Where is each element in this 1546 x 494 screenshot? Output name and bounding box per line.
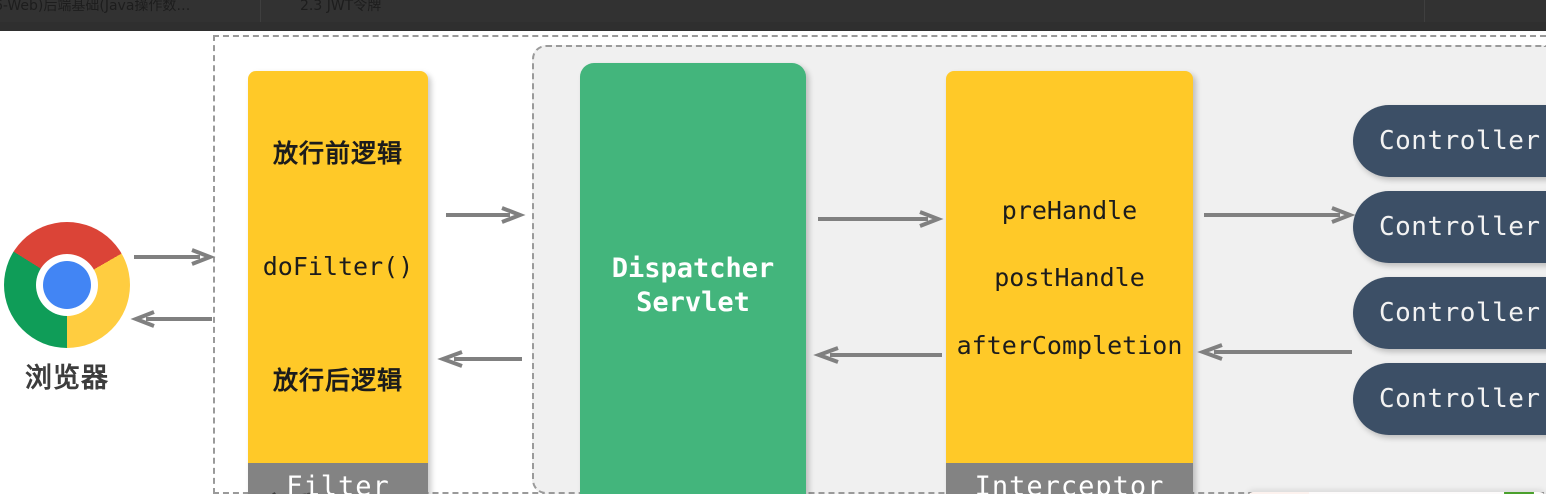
filter-box[interactable]: 放行前逻辑 doFilter() 放行后逻辑 Filter bbox=[248, 71, 428, 494]
dispatcher-line-1: Dispatcher bbox=[611, 253, 775, 285]
browser-tab-2[interactable]: 2.3 JWT令牌 bbox=[300, 0, 560, 22]
browser-tab-bar: 6-Web)后端基础(Java操作数… 2.3 JWT令牌 bbox=[0, 0, 1546, 22]
chrome-logo-icon bbox=[4, 222, 130, 348]
interceptor-line-prehandle: preHandle bbox=[1001, 195, 1138, 225]
browser-label: 浏览器 bbox=[25, 363, 109, 394]
diagram-canvas: 浏览器 放行前逻辑 doFilter() 放行后逻辑 Filter 之后 bbox=[0, 31, 1546, 494]
arrow-filter-to-dispatcher bbox=[446, 206, 526, 229]
arrow-dispatcher-to-filter bbox=[437, 350, 522, 373]
interceptor-box[interactable]: preHandle postHandle afterCompletion Int… bbox=[946, 71, 1193, 494]
toolbar-strip bbox=[0, 22, 1546, 31]
interceptor-line-aftercompletion: afterCompletion bbox=[956, 330, 1183, 360]
controller-item[interactable]: Controller bbox=[1353, 363, 1546, 435]
controller-item[interactable]: Controller bbox=[1353, 277, 1546, 349]
browser-tab-1[interactable]: 6-Web)后端基础(Java操作数… bbox=[0, 0, 256, 22]
controller-item[interactable]: Controller bbox=[1353, 105, 1546, 177]
chrome-blue-center bbox=[43, 261, 91, 309]
controller-label: Controller bbox=[1379, 212, 1541, 242]
controller-label: Controller bbox=[1379, 126, 1541, 156]
controller-label: Controller bbox=[1379, 384, 1541, 414]
arrow-browser-to-filter bbox=[134, 248, 216, 271]
tab-divider-left bbox=[260, 0, 261, 22]
browser-tab-2-label: 2.3 JWT令牌 bbox=[300, 0, 382, 14]
dispatcher-servlet-label: Dispatcher Servlet bbox=[580, 252, 806, 320]
arrow-filter-to-browser bbox=[130, 310, 212, 333]
interceptor-line-posthandle: postHandle bbox=[994, 263, 1145, 293]
arrow-interceptor-to-controller bbox=[1204, 206, 1356, 229]
filter-line-dofilter: doFilter() bbox=[262, 252, 414, 282]
clipped-caption: 之后 bbox=[262, 486, 314, 494]
dispatcher-line-2: Servlet bbox=[636, 287, 750, 318]
interceptor-body: preHandle postHandle afterCompletion bbox=[946, 71, 1193, 463]
tab-divider-right bbox=[1424, 0, 1425, 22]
filter-footer-label: Filter bbox=[248, 463, 428, 494]
overlay-green-indicator-icon bbox=[1504, 492, 1534, 494]
filter-line-pre: 放行前逻辑 bbox=[272, 138, 403, 168]
arrow-dispatcher-to-interceptor bbox=[818, 210, 944, 233]
interceptor-footer-label: Interceptor bbox=[946, 463, 1193, 494]
overlay-accent-block bbox=[1247, 492, 1309, 494]
browser-tab-1-label: 6-Web)后端基础(Java操作数… bbox=[0, 0, 191, 14]
filter-body: 放行前逻辑 doFilter() 放行后逻辑 bbox=[248, 71, 428, 463]
controller-label: Controller bbox=[1379, 298, 1541, 328]
bottom-right-overlay-panel[interactable] bbox=[1247, 492, 1546, 494]
arrow-controller-to-interceptor bbox=[1197, 343, 1352, 366]
arrow-interceptor-to-dispatcher bbox=[813, 346, 942, 369]
filter-line-post: 放行后逻辑 bbox=[272, 365, 403, 395]
browser-node: 浏览器 bbox=[2, 222, 132, 395]
dispatcher-servlet-box[interactable]: Dispatcher Servlet bbox=[580, 63, 806, 494]
controller-item[interactable]: Controller bbox=[1353, 191, 1546, 263]
